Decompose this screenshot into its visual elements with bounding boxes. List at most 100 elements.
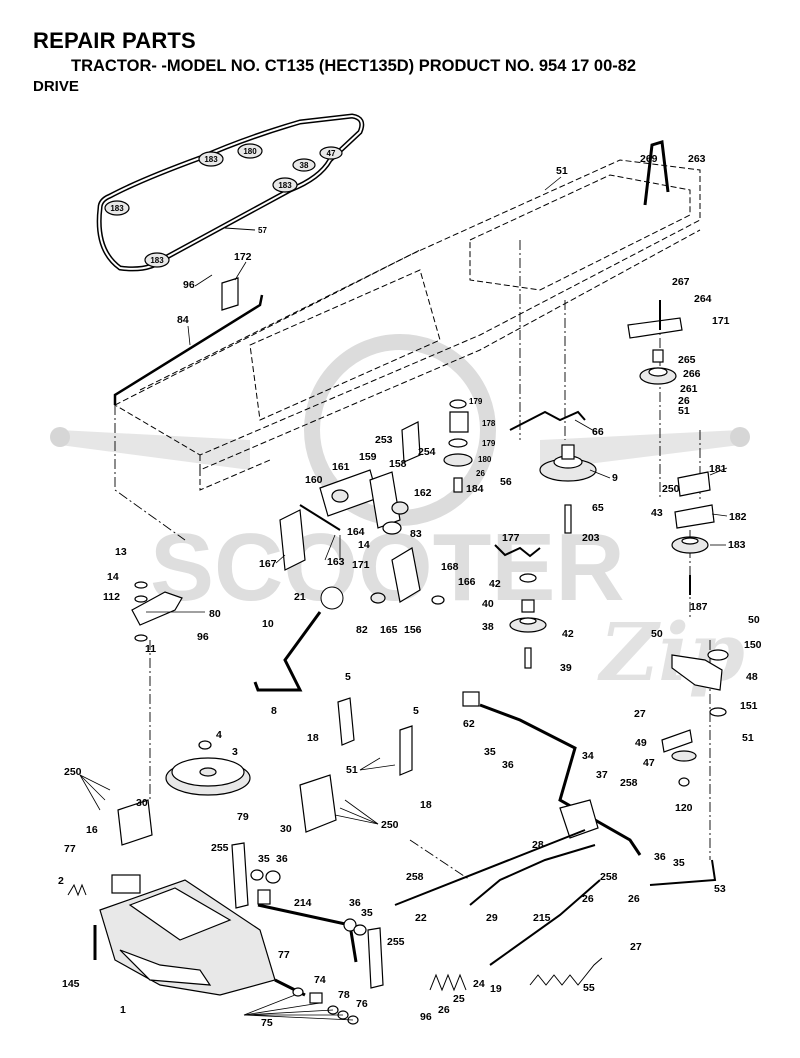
bracket-177 [494, 544, 541, 558]
callout-39: 39 [560, 662, 572, 674]
callout-50-b: 50 [651, 628, 663, 640]
callout-30-b: 30 [280, 823, 292, 835]
pulley-183-d: 183 [144, 252, 170, 268]
callout-255-b: 255 [387, 936, 405, 948]
pulley-183 [671, 536, 709, 595]
pulley-266 [639, 349, 677, 385]
callout-96-b: 96 [197, 631, 209, 643]
callout-19: 19 [490, 983, 502, 995]
callout-171-a: 171 [712, 315, 730, 327]
spring-2 [67, 883, 87, 897]
callout-24: 24 [473, 978, 485, 990]
bracket-172 [221, 277, 239, 311]
callout-178: 178 [482, 419, 496, 428]
callout-84: 84 [177, 314, 189, 326]
bracket-5-b [399, 725, 413, 776]
callout-163: 163 [327, 556, 345, 568]
section-title: DRIVE [33, 78, 79, 95]
pulley-3 [165, 740, 251, 796]
callout-167: 167 [259, 558, 277, 570]
callout-25: 25 [453, 993, 465, 1005]
svg-text:183: 183 [278, 181, 292, 190]
callout-35-b: 35 [258, 853, 270, 865]
callout-267: 267 [672, 276, 690, 288]
callout-48: 48 [746, 671, 758, 683]
callout-35-d: 35 [361, 907, 373, 919]
callout-55: 55 [583, 982, 595, 994]
model-subtitle: TRACTOR- -MODEL NO. CT135 (HECT135D) PRO… [71, 57, 637, 75]
callout-255-a: 255 [211, 842, 229, 854]
svg-text:47: 47 [327, 149, 336, 158]
callout-180: 180 [478, 455, 492, 464]
callout-2: 2 [58, 875, 64, 887]
callout-49: 49 [635, 737, 647, 749]
callout-3: 3 [232, 746, 238, 758]
callout-250-c: 250 [381, 819, 399, 831]
callout-26-d: 26 [628, 893, 640, 905]
callout-16: 16 [86, 824, 98, 836]
callout-265: 265 [678, 354, 696, 366]
callout-266: 266 [683, 368, 701, 380]
rod-53 [649, 859, 717, 886]
callout-79: 79 [237, 811, 249, 823]
rod-215 [489, 879, 601, 966]
callout-27-a: 27 [634, 708, 646, 720]
callout-14-b: 14 [107, 571, 119, 583]
callout-42-b: 42 [562, 628, 574, 640]
bracket-165 [370, 547, 445, 605]
pedal-8 [253, 611, 322, 692]
callout-177: 177 [502, 532, 520, 544]
callout-51-b: 51 [678, 405, 690, 417]
rod-62-34 [462, 691, 642, 856]
link-255-b [367, 927, 384, 989]
bracket-264 [627, 300, 683, 339]
callout-1: 1 [120, 1004, 126, 1016]
callout-145: 145 [62, 978, 80, 990]
callout-250-b: 250 [64, 766, 82, 778]
callout-36-b: 36 [654, 851, 666, 863]
callout-labels: 269 263 51 172 96 84 267 264 171 265 266… [58, 153, 762, 1029]
bracket-150-48 [671, 649, 729, 717]
callout-75: 75 [261, 1017, 273, 1029]
callout-159: 159 [359, 451, 377, 463]
callout-35-a: 35 [484, 746, 496, 758]
bracket-30-a [117, 799, 153, 846]
spring-25 [429, 973, 467, 992]
callout-183: 183 [728, 539, 746, 551]
callout-263: 263 [688, 153, 706, 165]
callout-5-b: 5 [413, 705, 419, 717]
callout-26-a: 26 [678, 395, 690, 407]
callout-181: 181 [709, 463, 727, 475]
pulley-9 [539, 444, 597, 534]
callout-21: 21 [294, 591, 306, 603]
bracket-253 [401, 421, 421, 463]
callout-36-c: 36 [276, 853, 288, 865]
callout-171-b: 171 [352, 559, 370, 571]
callout-74: 74 [314, 974, 326, 986]
callout-13: 13 [115, 546, 127, 558]
lever-263-269 [643, 140, 670, 206]
shaft-214 [250, 869, 367, 963]
callout-42-a: 42 [489, 578, 501, 590]
callout-78: 78 [338, 989, 350, 1001]
callout-9: 9 [612, 472, 618, 484]
callout-166: 166 [458, 576, 476, 588]
callout-26-e: 26 [438, 1004, 450, 1016]
callout-50-a: 50 [748, 614, 760, 626]
svg-text:180: 180 [243, 147, 257, 156]
svg-text:183: 183 [204, 155, 218, 164]
callout-40: 40 [482, 598, 494, 610]
callout-37: 37 [596, 769, 608, 781]
pulley-183-a: 183 [104, 200, 130, 216]
bracket-181 [677, 471, 711, 497]
callout-29: 29 [486, 912, 498, 924]
callout-182: 182 [729, 511, 747, 523]
callout-53: 53 [714, 883, 726, 895]
callout-112: 112 [103, 591, 120, 603]
callout-254: 254 [418, 446, 436, 458]
pulley-183-b: 183 [198, 151, 224, 167]
callout-258-a: 258 [620, 777, 638, 789]
page-title: REPAIR PARTS [33, 28, 196, 53]
callout-30-a: 30 [136, 797, 148, 809]
callout-214: 214 [294, 897, 312, 909]
